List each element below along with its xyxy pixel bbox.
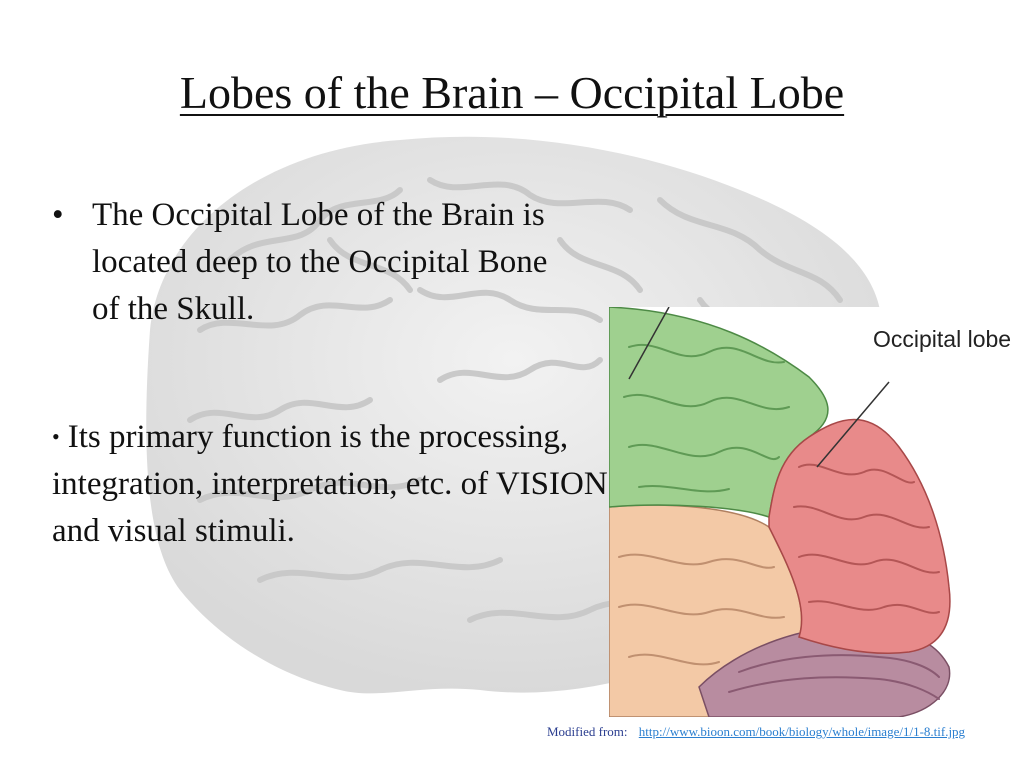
occipital-lobe-label: Occipital lobe [873, 326, 1013, 353]
credit-link[interactable]: http://www.bioon.com/book/biology/whole/… [639, 724, 965, 739]
occipital-lobe-figure [609, 307, 1024, 717]
bullet-marker: • [52, 192, 64, 239]
bullet-function: •Its primary function is the processing,… [52, 413, 612, 555]
image-credit: Modified from: http://www.bioon.com/book… [547, 724, 1017, 740]
bullet-function-text: Its primary function is the processing, … [52, 419, 608, 549]
bullet-marker: • [52, 424, 60, 449]
bullet-location-text: The Occipital Lobe of the Brain is locat… [92, 192, 562, 333]
credit-prefix: Modified from: [547, 724, 628, 739]
slide-title: Lobes of the Brain – Occipital Lobe [0, 66, 1024, 119]
